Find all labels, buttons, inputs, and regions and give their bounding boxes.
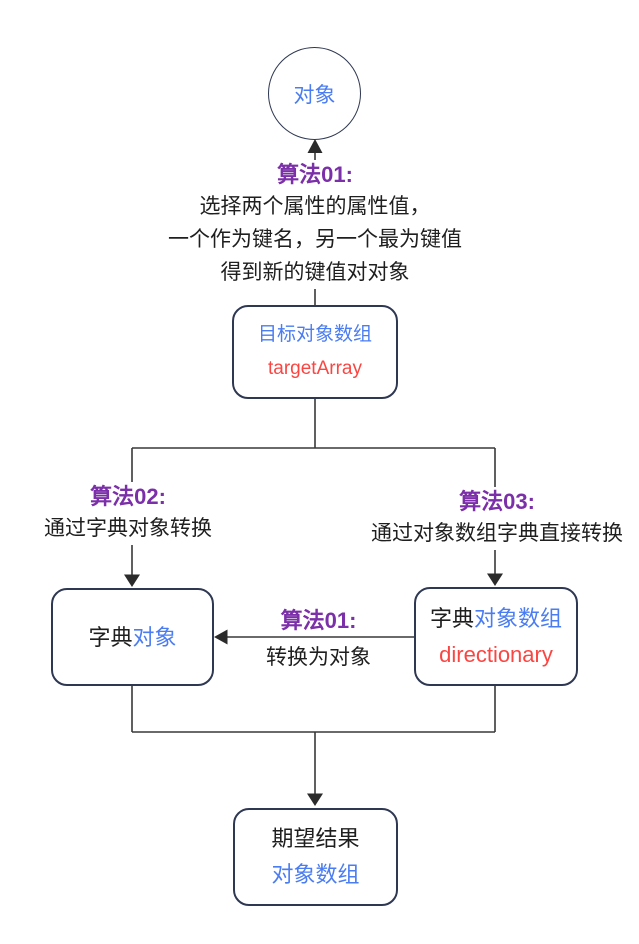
arrowhead-down-dict-object (124, 574, 140, 587)
result-subtitle: 对象数组 (271, 862, 360, 887)
algo01-mid-desc: 转换为对象 (266, 646, 371, 669)
dict-object-title-black: 字典 (88, 624, 133, 650)
node-dict-object: 字典对象 (51, 588, 214, 686)
edge-label-algo01-top: 算法01: 选择两个属性的属性值， 一个作为键名，另一个最为键值 得到新的键值对… (115, 160, 515, 289)
dict-array-title: 字典对象数组 (430, 601, 562, 637)
edge-label-algo01-mid-desc: 转换为对象 (246, 641, 391, 674)
arrowhead-left-dict-object (214, 629, 228, 645)
dict-object-title-blue: 对象 (132, 624, 177, 650)
edge-label-algo01-mid-title: 算法01: (246, 606, 391, 636)
dict-array-title-black: 字典 (429, 605, 474, 631)
algo02-title: 算法02: (90, 484, 166, 509)
edge-label-algo02: 算法02: 通过字典对象转换 (28, 482, 228, 545)
object-circle-label: 对象 (293, 83, 336, 107)
algo01-top-line1: 选择两个属性的属性值， (199, 195, 431, 218)
arrowhead-down-dict-array (487, 573, 503, 586)
algo01-top-line2: 一个作为键名，另一个最为键值 (168, 228, 462, 251)
algo02-desc: 通过字典对象转换 (44, 517, 212, 540)
result-title: 期望结果 (271, 826, 360, 851)
target-array-subtitle: targetArray (268, 358, 362, 379)
dict-object-title: 字典对象 (88, 620, 176, 655)
algo03-title: 算法03: (459, 489, 535, 514)
edge-label-algo03: 算法03: 通过对象数组字典直接转换 (352, 487, 639, 550)
dict-array-subtitle: directionary (439, 641, 553, 667)
node-target-array: 目标对象数组 targetArray (232, 305, 398, 399)
node-dict-array: 字典对象数组 directionary (414, 587, 578, 686)
arrowhead-up-circle (307, 139, 323, 153)
dict-array-title-blue: 对象数组 (474, 605, 563, 631)
algo01-top-title: 算法01: (277, 162, 353, 187)
algo01-mid-title: 算法01: (280, 608, 357, 633)
node-object-circle: 对象 (268, 47, 361, 140)
algo03-desc: 通过对象数组字典直接转换 (371, 522, 623, 545)
algo01-top-line3: 得到新的键值对对象 (220, 261, 410, 284)
node-result: 期望结果 对象数组 (233, 808, 398, 906)
target-array-title: 目标对象数组 (257, 324, 372, 345)
arrowhead-down-result (307, 793, 323, 806)
